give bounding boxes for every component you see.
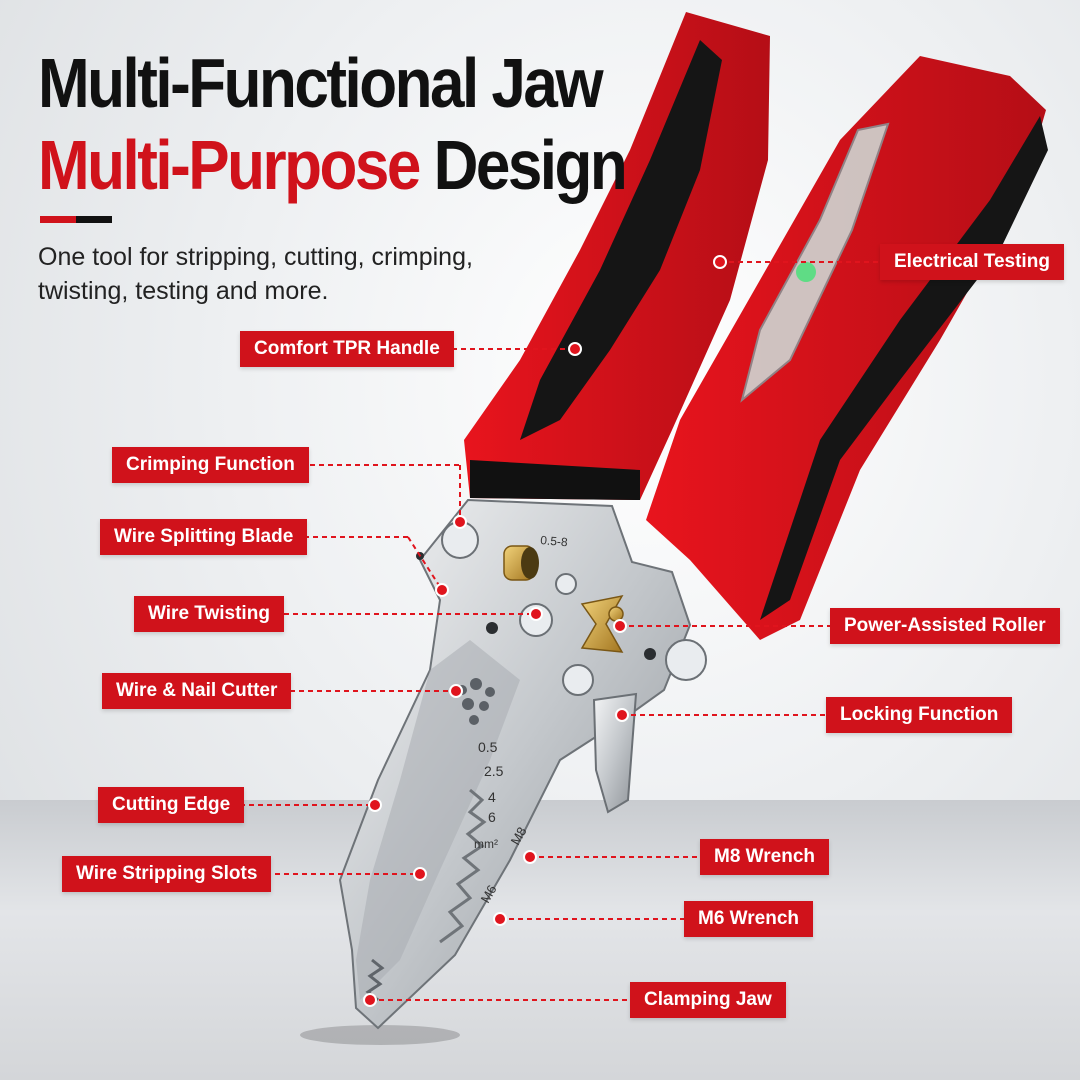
- floor-background: [0, 800, 1080, 1080]
- marking-gauge-3: 4: [488, 789, 496, 805]
- leader-dots: [363, 255, 727, 1007]
- marking-crimp-range: 0.5-8: [540, 533, 569, 549]
- callout-electrical-testing: Electrical Testing: [880, 244, 1064, 280]
- callout-clamping-jaw: Clamping Jaw: [630, 982, 786, 1018]
- title-rest: Design: [433, 127, 628, 205]
- lock-lever: [592, 692, 638, 814]
- callout-crimping-function: Crimping Function: [112, 447, 309, 483]
- callout-cutting-edge: Cutting Edge: [98, 787, 245, 823]
- marking-gauge-unit: mm²: [474, 837, 498, 851]
- right-grip: [760, 116, 1048, 620]
- tester-led: [796, 262, 816, 282]
- title-accent-bar: [40, 216, 112, 223]
- subtitle: One tool for stripping, cutting, crimpin…: [38, 243, 473, 305]
- callout-comfort-handle: Comfort TPR Handle: [240, 331, 454, 367]
- callout-m6-wrench: M6 Wrench: [684, 901, 814, 937]
- crimp-cylinder-cap: [521, 547, 539, 579]
- callout-m8-wrench: M8 Wrench: [700, 839, 830, 875]
- callout-power-assisted-roller: Power-Assisted Roller: [830, 608, 1060, 644]
- callout-wire-splitting-blade: Wire Splitting Blade: [100, 519, 308, 555]
- title-line-1: Multi-Functional Jaw: [38, 45, 604, 123]
- roller-knob: [608, 606, 624, 622]
- callout-locking-function: Locking Function: [826, 697, 1013, 733]
- marking-gauge-2: 2.5: [484, 763, 504, 779]
- tool-shadow: [300, 1025, 460, 1045]
- jaw-shade: [356, 640, 520, 1000]
- stripping-teeth: [439, 788, 487, 944]
- callout-wire-twisting: Wire Twisting: [134, 596, 284, 632]
- callout-wire-nail-cutter: Wire & Nail Cutter: [102, 673, 292, 709]
- left-handle-band: [470, 460, 640, 500]
- leader-lines: [240, 261, 880, 1001]
- right-handle: [646, 56, 1046, 640]
- title-line-2: Multi-Purpose Design: [38, 131, 628, 201]
- title-highlight: Multi-Purpose: [38, 127, 421, 205]
- callout-wire-stripping-slots: Wire Stripping Slots: [62, 856, 272, 892]
- marking-gauge-1: 0.5: [478, 739, 498, 755]
- left-grip: [520, 40, 722, 440]
- marking-gauge-4: 6: [488, 809, 496, 825]
